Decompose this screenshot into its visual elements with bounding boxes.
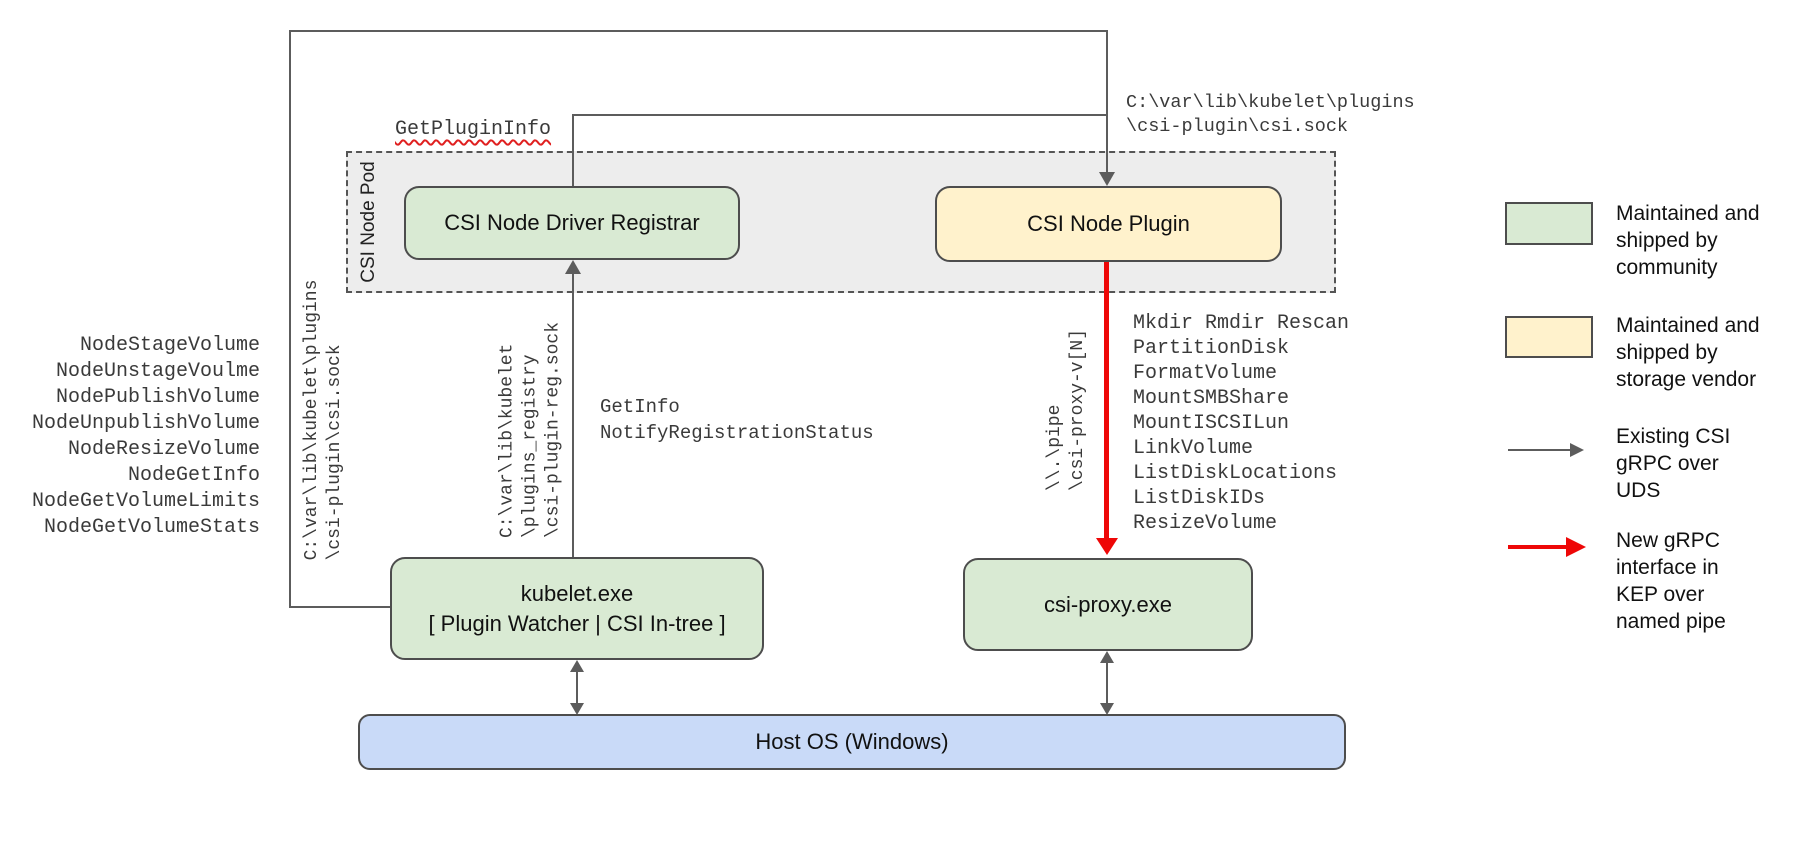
kubelet-to-plugin-line-down (1106, 30, 1108, 174)
registry-socket-path-label-vertical: C:\var\lib\kubelet \plugins_registry \cs… (497, 321, 564, 539)
csiproxy-hostos-up-arrowhead-icon (1100, 651, 1114, 663)
csi-proxy-box: csi-proxy.exe (963, 558, 1253, 651)
named-pipe-red-line (1104, 262, 1109, 540)
kubelet-to-registrar-line (572, 273, 574, 557)
legend-vendor-swatch (1505, 316, 1593, 358)
getplugininfo-line-across (572, 114, 1108, 116)
named-pipe-path-label-vertical: \\.\pipe \csi-proxy-v[N] (1045, 328, 1088, 492)
legend-gray-arrowhead-icon (1570, 443, 1584, 457)
kubelet-box: kubelet.exe [ Plugin Watcher | CSI In-tr… (390, 557, 764, 660)
csi-node-driver-registrar-box: CSI Node Driver Registrar (404, 186, 740, 260)
csi-node-plugin-box: CSI Node Plugin (935, 186, 1282, 262)
legend-vendor-label: Maintained and shipped by storage vendor (1616, 314, 1760, 391)
csi-proxy-methods-list: Mkdir Rmdir Rescan PartitionDisk FormatV… (1133, 312, 1350, 535)
csi-node-pod-label: CSI Node Pod (358, 161, 379, 283)
csiproxy-hostos-down-arrowhead-icon (1100, 703, 1114, 715)
red-arrowhead-into-csi-proxy-icon (1096, 538, 1118, 555)
kubelet-to-plugin-line-left (289, 30, 291, 608)
legend-uds-label: Existing CSI gRPC over UDS (1616, 425, 1731, 502)
host-os-box: Host OS (Windows) (358, 714, 1346, 770)
registrar-calls-label: GetInfo NotifyRegistrationStatus (600, 396, 874, 444)
legend-red-arrow-line (1508, 545, 1566, 549)
get-plugin-info-label: GetPluginInfo (395, 118, 552, 141)
arrowhead-into-plugin-icon (1099, 172, 1115, 186)
legend-red-arrowhead-icon (1566, 537, 1586, 557)
csiproxy-hostos-link (1106, 663, 1108, 704)
plugin-socket-path-label-vertical: C:\var\lib\kubelet\plugins \csi-plugin\c… (302, 279, 345, 561)
legend-gray-arrow-line (1508, 449, 1570, 451)
kubelet-hostos-up-arrowhead-icon (570, 660, 584, 672)
legend-community-label: Maintained and shipped by community (1616, 202, 1760, 279)
getplugininfo-line-up (572, 114, 574, 187)
arrowhead-into-registrar-icon (565, 260, 581, 274)
kubelet-hostos-link (576, 672, 578, 704)
csi-node-methods-list: NodeStageVolume NodeUnstageVoulme NodePu… (31, 334, 260, 539)
plugin-socket-path-label: C:\var\lib\kubelet\plugins \csi-plugin\c… (1126, 92, 1415, 137)
kubelet-to-plugin-line-stub (289, 606, 390, 608)
kubelet-to-plugin-line-top (289, 30, 1108, 32)
legend-pipe-label: New gRPC interface in KEP over named pip… (1616, 529, 1726, 633)
kubelet-hostos-down-arrowhead-icon (570, 703, 584, 715)
legend-community-swatch (1505, 202, 1593, 245)
